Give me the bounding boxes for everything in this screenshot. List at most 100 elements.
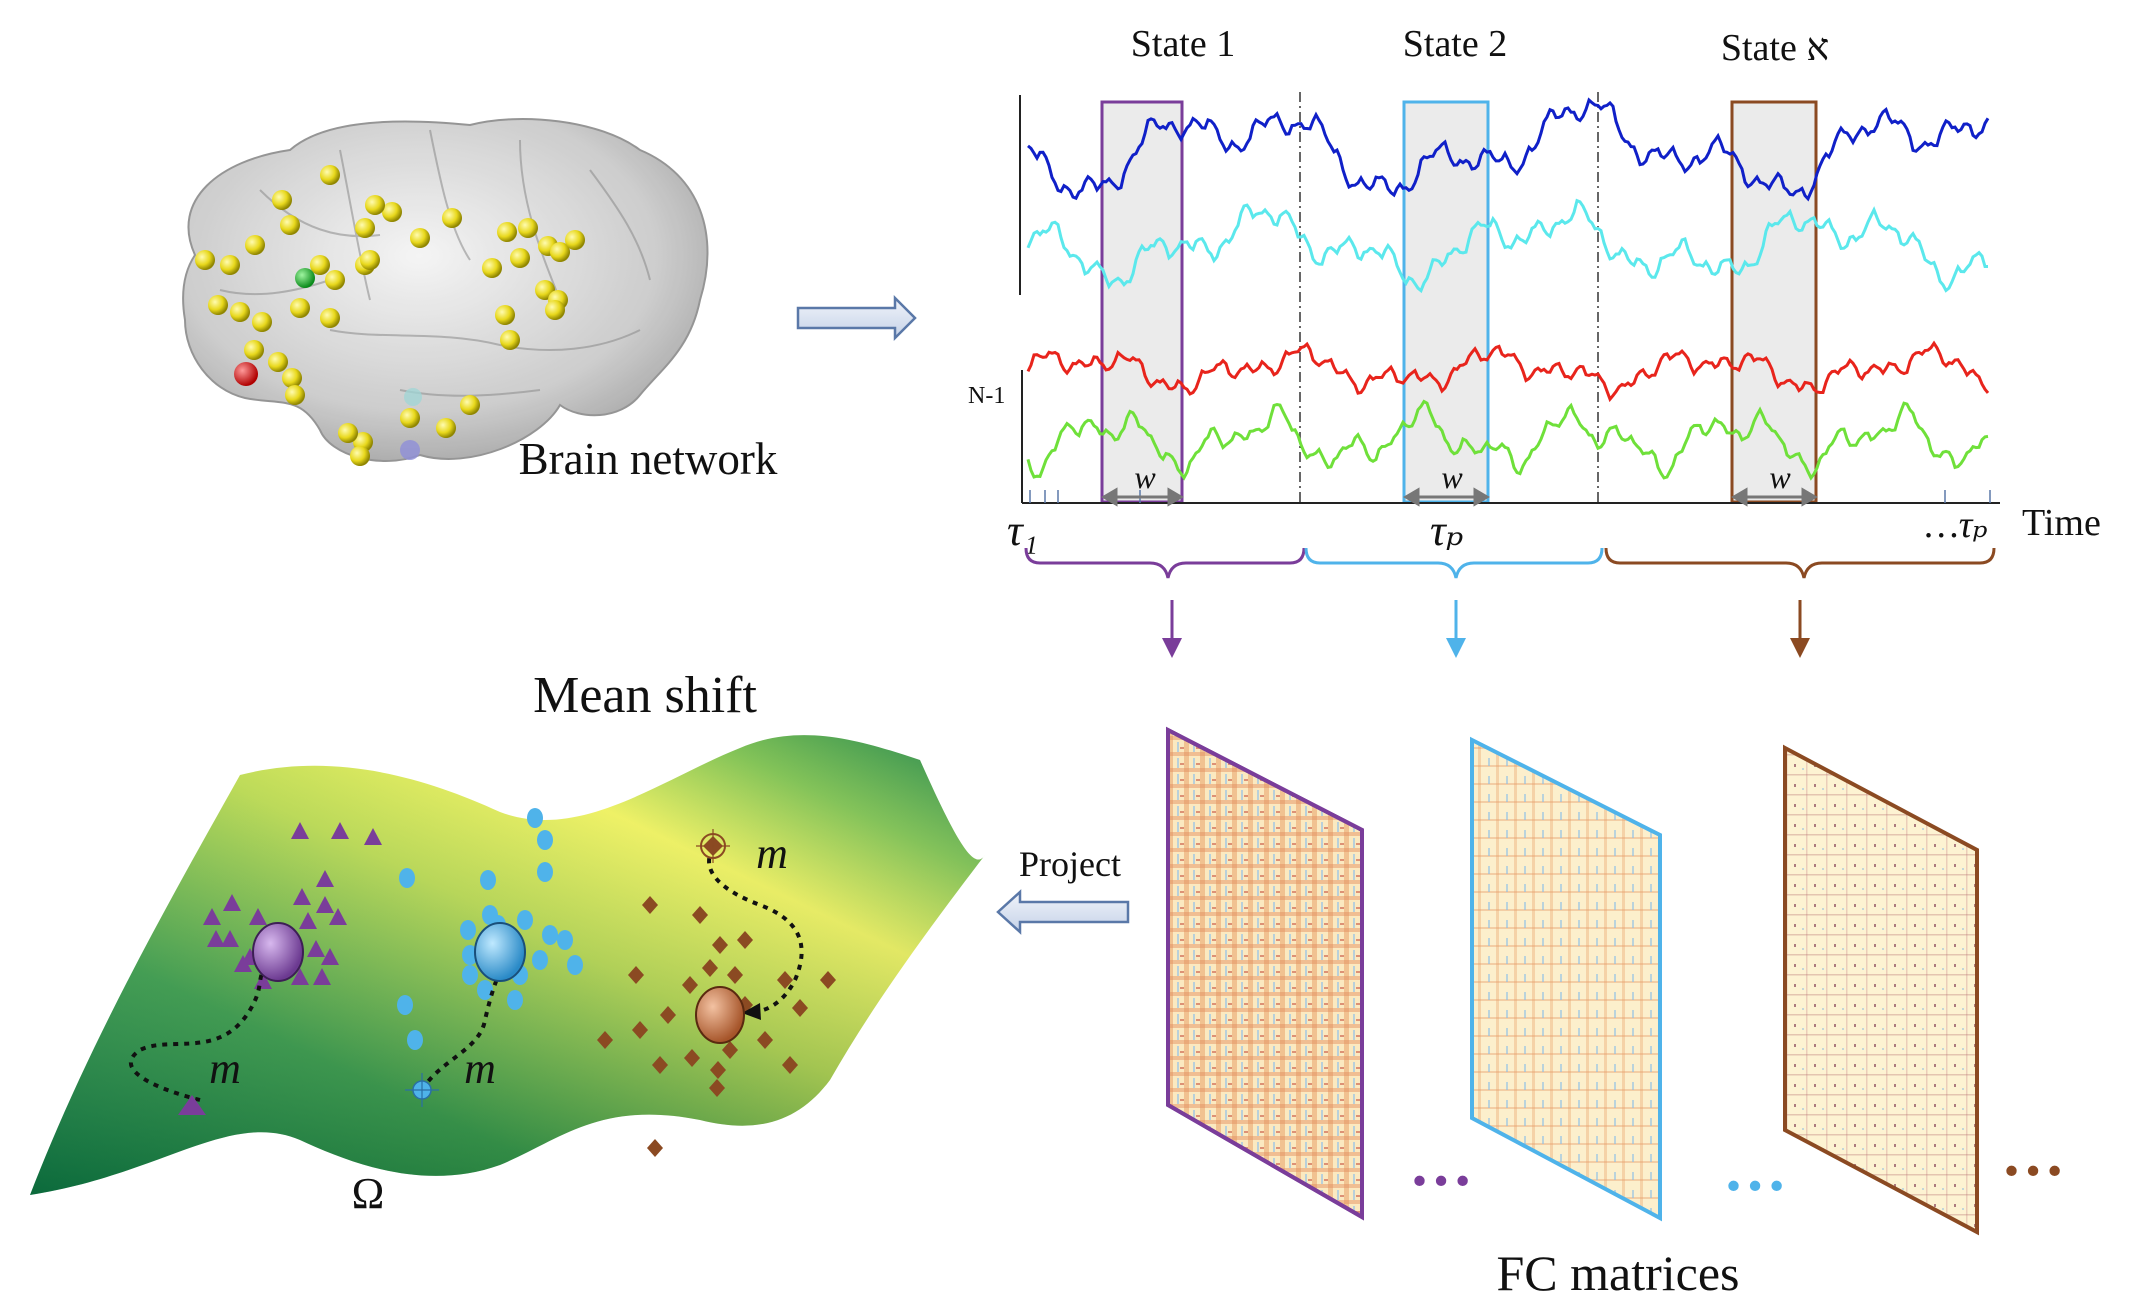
data-point-brown (597, 1031, 613, 1049)
window-label-2: w (1441, 459, 1463, 495)
state-n-label: State א (1721, 27, 1829, 69)
brain-node (290, 298, 310, 318)
trajectory-blue (420, 969, 502, 1092)
brain-node (365, 195, 385, 215)
data-point-purple (316, 870, 334, 887)
brain-node (565, 230, 585, 250)
brain-node (285, 385, 305, 405)
brain-node (355, 218, 375, 238)
brain-node (510, 248, 530, 268)
brain-node (518, 218, 538, 238)
data-point-brown (722, 1041, 738, 1059)
data-point-brown (642, 896, 658, 914)
data-point-brown (709, 1079, 725, 1097)
mean-shift-panel: Mean shift m (30, 667, 985, 1218)
state-1-label: State 1 (1131, 23, 1235, 65)
project-arrow (996, 889, 1130, 935)
brain-node (338, 423, 358, 443)
tau-end-label: …τₚ (1925, 504, 1988, 546)
brain-image (182, 118, 709, 462)
brain-node (460, 395, 480, 415)
brain-node (230, 302, 250, 322)
brain-node (436, 418, 456, 438)
m-label-blue: m (464, 1044, 496, 1093)
mode-brown (695, 986, 745, 1044)
data-point-purple (364, 828, 382, 845)
brain-node (410, 228, 430, 248)
data-point-purple (321, 948, 339, 965)
data-point-blue (537, 862, 553, 882)
data-point-purple (203, 908, 221, 925)
brain-network-label: Brain network (519, 434, 778, 484)
data-point-brown (757, 1031, 773, 1049)
brain-node (252, 312, 272, 332)
brain-node (545, 300, 565, 320)
data-point-blue (397, 995, 413, 1015)
data-point-purple (331, 822, 349, 839)
brain-sulci (219, 129, 651, 397)
signal-green (1026, 399, 1989, 481)
data-point-blue (480, 870, 496, 890)
brain-node (195, 250, 215, 270)
m-label-purple: m (209, 1044, 241, 1093)
brain-node (382, 202, 402, 222)
brain-node (550, 242, 570, 262)
data-point-brown (702, 959, 718, 977)
brain-node-red (234, 362, 258, 386)
data-point-purple (293, 888, 311, 905)
window-label-3: w (1769, 459, 1791, 495)
data-point-purple (249, 908, 267, 925)
data-point-blue (532, 950, 548, 970)
window-label-1: w (1134, 459, 1156, 495)
data-point-purple (291, 822, 309, 839)
data-point-brown (647, 1139, 663, 1157)
data-point-purple (207, 930, 225, 947)
brain-nodes (195, 165, 585, 466)
start-marker-brown (696, 829, 730, 863)
time-axis-label: Time (2022, 502, 2101, 544)
brain-node (500, 330, 520, 350)
fc-matrix-1 (1166, 726, 1364, 1221)
brace-state-2 (1304, 547, 1604, 579)
data-point-purple (254, 972, 272, 989)
brain-node (245, 235, 265, 255)
data-point-blue (399, 868, 415, 888)
row-label: N-1 (968, 383, 1005, 409)
data-point-brown (737, 931, 753, 949)
brace-state-n (1604, 547, 1996, 579)
data-point-brown (782, 1056, 798, 1074)
down-arrow-state-n (1790, 600, 1810, 658)
brain-node (360, 250, 380, 270)
fc-matrix-2 (1470, 736, 1662, 1222)
brain-node (280, 215, 300, 235)
omega-label: Ω (352, 1169, 385, 1218)
data-point-brown (692, 906, 708, 924)
cluster-blue-points (397, 808, 583, 1050)
brain-node (208, 295, 228, 315)
data-point-blue (517, 910, 533, 930)
cluster-purple-points (203, 822, 382, 989)
window-state-1 (1100, 100, 1184, 504)
cluster-brown-points (597, 896, 836, 1157)
data-point-brown (628, 966, 644, 984)
data-point-blue (537, 830, 553, 850)
data-point-blue (507, 990, 523, 1010)
fc-matrices-panel: … … … FC matrices (1166, 726, 2065, 1301)
tau-start-label: τ₁ (1007, 506, 1038, 555)
brain-node-lavender (400, 440, 420, 460)
brain-network-panel: Brain network (182, 118, 778, 484)
mode-purple (252, 922, 304, 982)
data-point-blue (407, 1030, 423, 1050)
data-point-blue (462, 945, 478, 965)
brain-node (497, 222, 517, 242)
data-point-brown (820, 971, 836, 989)
arrow-to-timeseries (796, 294, 917, 342)
tau-mid-label: τₚ (1430, 506, 1463, 555)
state-2-label: State 2 (1403, 23, 1507, 65)
data-point-brown (652, 1056, 668, 1074)
down-arrow-state-1 (1162, 600, 1182, 658)
fc-matrices-label: FC matrices (1496, 1245, 1739, 1301)
brain-node (495, 305, 515, 325)
data-point-blue (477, 980, 493, 1000)
